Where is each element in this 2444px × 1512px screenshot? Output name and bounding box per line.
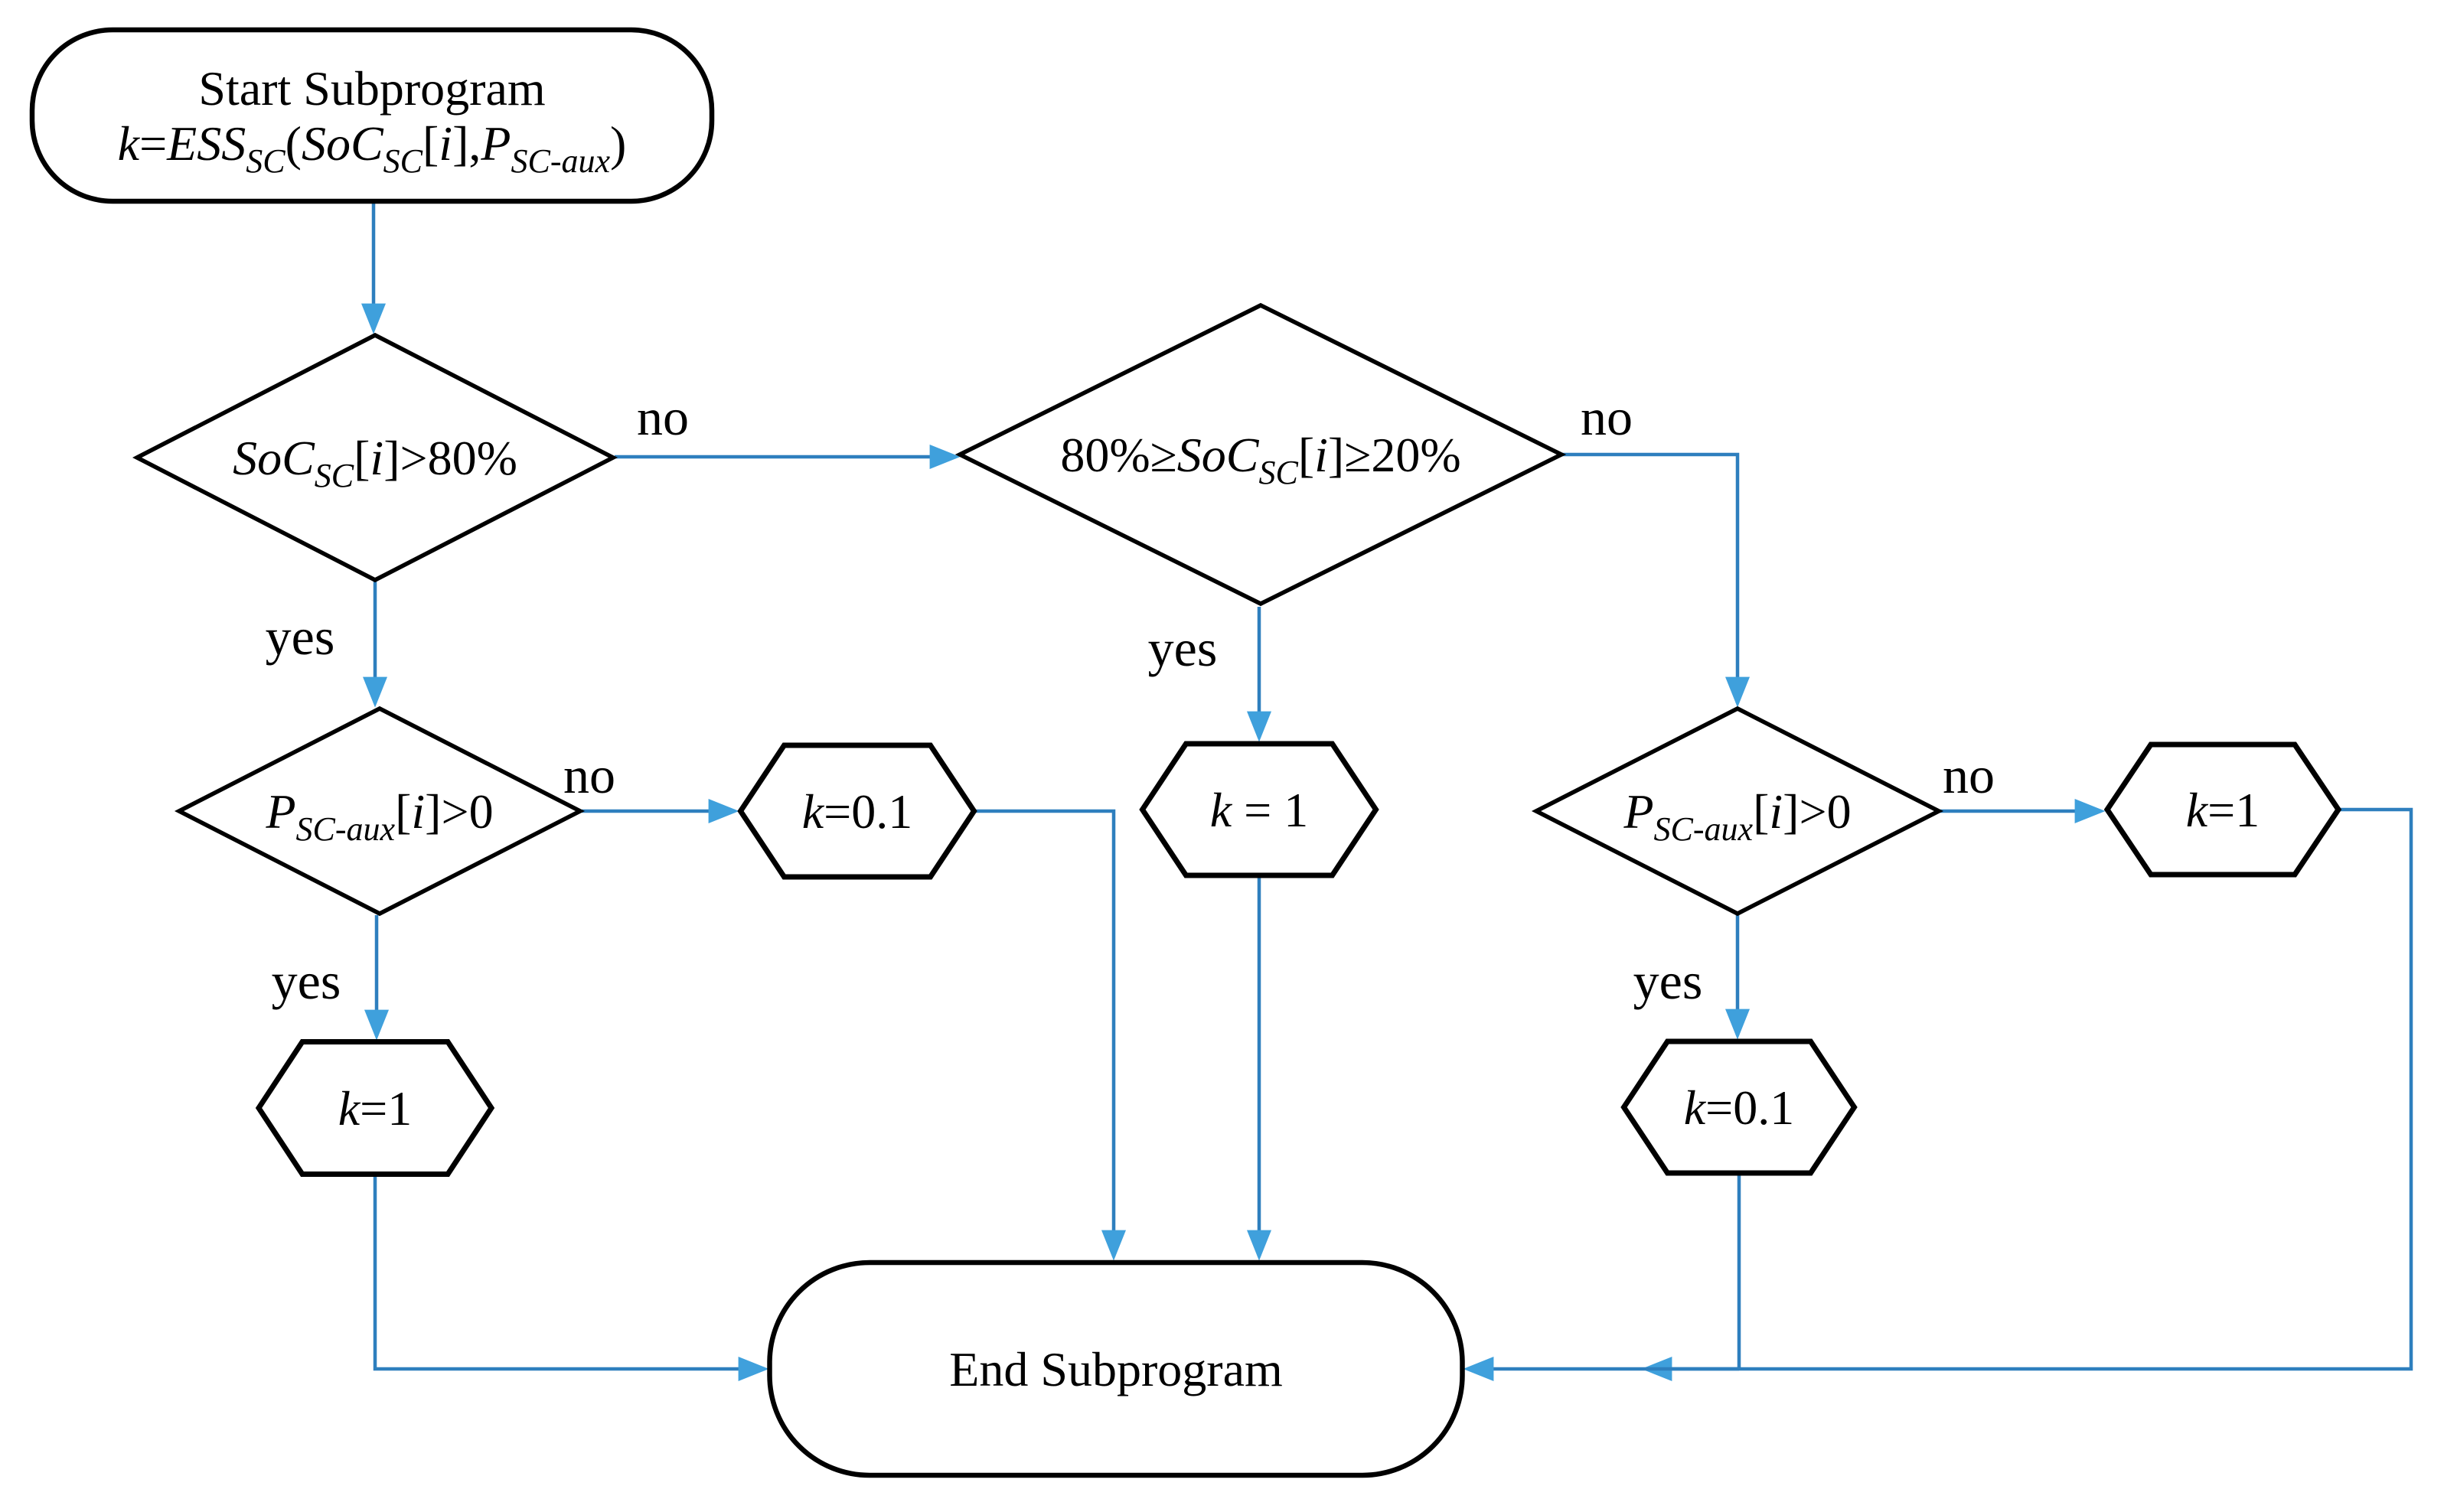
text-segment: = [139,116,167,171]
text-segment: =0.1 [1705,1080,1794,1135]
text-segment: k [1210,783,1233,837]
decision-p-sc-aux-positive-right-shape [1531,705,1944,917]
text-segment: Start Subprogram [198,61,545,116]
branch-yes-d3r-label: yes [1633,952,1703,1010]
terminator-end-subprogram-shape [767,1259,1465,1478]
branch-no-d3l-label: no [563,746,615,804]
decision-soc-sc-between-20-and-80: 80%≥SoCSC[i]≥20% [954,302,1567,607]
branch-yes-d2-label: yes [1148,619,1218,677]
terminator-start-subprogram: Start Subprogramk=ESSSC(SoCSC[i],PSC-aux… [29,27,715,204]
terminator-end-subprogram: End Subprogram [767,1259,1465,1478]
process-k-equals-1-middle: k = 1 [1139,741,1379,878]
process-k-equals-0p1-right-label: k=0.1 [1684,1080,1795,1135]
text-segment: i [1769,784,1783,839]
text-segment: k [1684,1080,1707,1135]
text-segment: =1 [360,1081,412,1136]
labels-layer: no no yes yes no no yes yes [266,388,1995,1010]
edge-hex-right-k1-to-merge [1641,807,2413,1381]
text-segment: ESS [166,116,246,171]
decision-p-sc-aux-positive-right: PSC-aux[i]>0 [1531,705,1944,917]
text-segment: SC [246,142,286,180]
branch-no-d3r-label: no [1943,746,1995,804]
text-segment: [ [354,431,370,485]
process-k-equals-0p1-middle-label: k=0.1 [802,784,913,839]
process-k-equals-1-left-shape [255,1039,495,1177]
process-k-equals-0p1-right: k=0.1 [1620,1038,1858,1176]
text-segment: P [265,784,295,839]
text-segment: [ [1753,784,1769,839]
decision-soc-sc-above-80-label: SoCSC[i]>80% [233,431,517,494]
text-segment: End Subprogram [949,1342,1283,1396]
decision-soc-sc-above-80-shape [132,332,618,583]
text-segment: i [370,431,383,485]
text-segment: SoC [1177,428,1260,482]
edge-hex-left-k1-to-end [373,1176,769,1381]
process-k-equals-1-left: k=1 [255,1039,495,1177]
process-k-equals-0p1-middle: k=0.1 [737,742,977,880]
terminator-start-subprogram-label: Start Subprogram [198,61,545,116]
process-k-equals-1-middle-shape [1139,741,1379,878]
text-segment: k [802,784,825,839]
decision-soc-sc-above-80: SoCSC[i]>80% [132,332,618,583]
text-segment: =0.1 [824,784,912,839]
edge-d2-no-to-d3r [1562,452,1750,708]
text-segment: SC [315,457,354,494]
edges-layer [361,202,2413,1381]
text-segment: P [1623,784,1653,839]
text-segment: i [411,784,425,839]
terminator-start-subprogram-label: k=ESSSC(SoCSC[i],PSC-aux) [118,116,627,180]
decision-p-sc-aux-positive-left-shape [174,705,586,917]
text-segment: ], [452,116,481,171]
decision-p-sc-aux-positive-right-label: PSC-aux[i]>0 [1623,784,1851,848]
process-k-equals-1-left-label: k=1 [338,1081,413,1136]
text-segment: = 1 [1232,783,1308,837]
text-segment: ]>0 [1783,784,1851,839]
text-segment: SoC [302,116,384,171]
decision-soc-sc-between-20-and-80-shape [954,302,1567,607]
edge-hex-mid-k01-to-end [975,809,1126,1261]
process-k-equals-1-right-shape [2103,741,2342,878]
text-segment: [ [423,116,439,171]
terminator-end-subprogram-label: End Subprogram [949,1342,1283,1396]
terminator-start-subprogram-shape [29,27,715,204]
text-segment: ]>80% [383,431,517,485]
text-segment: =1 [2207,783,2260,837]
text-segment: ]>0 [425,784,493,839]
text-segment: SC [1258,454,1298,491]
text-segment: SC-aux [296,810,396,848]
text-segment: SC-aux [1654,810,1754,848]
nodes-layer: Start Subprogramk=ESSSC(SoCSC[i],PSC-aux… [29,27,2342,1478]
branch-no-d2-label: no [1581,388,1633,446]
process-k-equals-1-right-label: k=1 [2186,783,2260,837]
branch-yes-d1-label: yes [266,608,335,666]
text-segment: SoC [233,431,315,485]
text-segment: k [118,116,141,171]
text-segment: k [2186,783,2209,837]
text-segment: SC-aux [511,142,610,180]
text-segment: ]≥20% [1328,428,1461,482]
text-segment: ( [286,116,302,171]
text-segment: SC [383,142,423,180]
text-segment: [ [1298,428,1314,482]
decision-soc-sc-between-20-and-80-label: 80%≥SoCSC[i]≥20% [1060,428,1460,491]
decision-p-sc-aux-positive-left: PSC-aux[i]>0 [174,705,586,917]
text-segment: [ [395,784,411,839]
process-k-equals-1-middle-label: k = 1 [1210,783,1309,837]
text-segment: k [338,1081,361,1136]
text-segment: 80%≥ [1060,428,1176,482]
branch-no-d1-label: no [637,388,689,446]
process-k-equals-0p1-right-shape [1620,1038,1858,1176]
text-segment: P [480,116,511,171]
decision-p-sc-aux-positive-left-label: PSC-aux[i]>0 [265,784,493,848]
text-segment: i [1314,428,1328,482]
process-k-equals-0p1-middle-shape [737,742,977,880]
branch-yes-d3l-label: yes [272,952,341,1010]
process-k-equals-1-right: k=1 [2103,741,2342,878]
text-segment: i [439,116,452,171]
text-segment: ) [610,116,626,171]
